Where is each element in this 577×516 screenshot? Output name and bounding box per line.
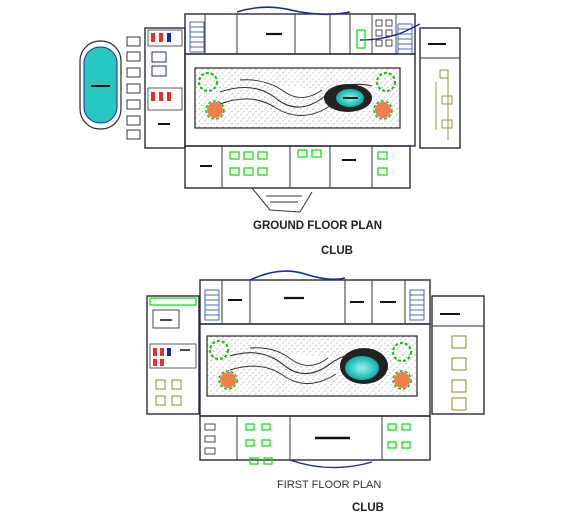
ground-trees: [197, 71, 397, 120]
ground-floor-plan: [79, 6, 461, 213]
first-left-wing: [149, 297, 197, 406]
first-green-furniture: [245, 423, 411, 465]
first-floor-plan: [146, 270, 485, 469]
first-walls: [146, 279, 485, 461]
ground-stairs-right: [397, 23, 413, 55]
ground-floor-title: GROUND FLOOR PLAN: [253, 220, 383, 232]
first-bottom-rooms: [204, 416, 383, 460]
ground-dining-tables: [229, 149, 388, 176]
outdoor-pool: [79, 40, 122, 130]
first-top-curved-wall: [249, 270, 346, 281]
first-atrium: [206, 335, 418, 397]
ground-bottom-rooms: [200, 146, 373, 188]
first-trees: [208, 339, 413, 390]
ground-green-bench: [356, 29, 366, 49]
ground-gym: [420, 43, 460, 140]
first-floor-subtitle: CLUB: [352, 502, 384, 514]
ground-entrance: [251, 187, 313, 213]
first-stairs-left: [204, 289, 220, 321]
top-curved-wall: [236, 6, 351, 16]
first-stairs-right: [409, 289, 425, 321]
ground-toilets: [147, 29, 183, 125]
first-right-wing: [432, 313, 484, 411]
first-bottom-curved-wall: [289, 459, 373, 469]
ground-pool-hall: [194, 67, 401, 129]
ground-stairs-left: [189, 21, 205, 53]
first-top-rooms: [221, 280, 406, 324]
sun-loungers: [126, 36, 141, 140]
ground-walls: [144, 13, 461, 189]
ground-top-rooms: [204, 14, 351, 54]
ground-floor-subtitle: CLUB: [321, 245, 353, 257]
first-floor-title: FIRST FLOOR PLAN: [277, 479, 382, 491]
locker-room: [371, 13, 397, 55]
